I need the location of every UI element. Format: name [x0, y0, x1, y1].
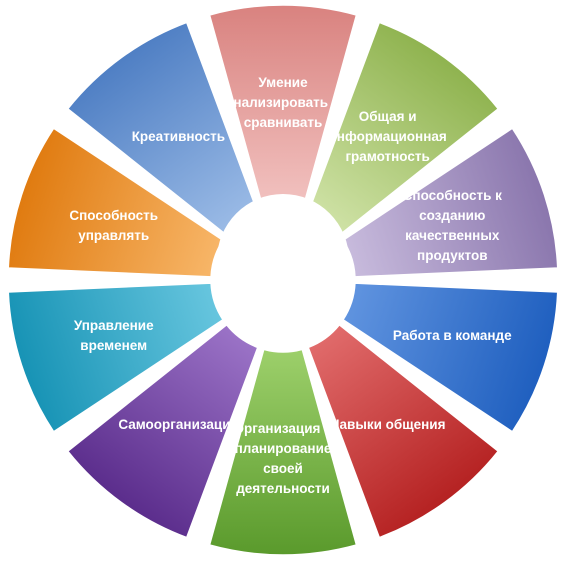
segment-label-line: Способность к: [403, 188, 502, 203]
segment-8: [7, 282, 224, 433]
segment-label-4: Работа в команде: [393, 328, 512, 343]
segment-6: [208, 348, 358, 556]
center-hole: [217, 194, 349, 326]
segment-label-line: Самоорганизация: [118, 417, 238, 432]
segment-label-line: грамотность: [345, 149, 429, 164]
segment-label-5: Навыки общения: [330, 417, 446, 432]
segment-7: [66, 323, 259, 539]
segment-label-line: сравнивать: [244, 115, 323, 130]
segment-3: [342, 127, 559, 278]
segment-label-line: временем: [80, 338, 147, 353]
segment-label-line: Умение: [258, 75, 308, 90]
segment-label-line: планирование: [235, 441, 332, 456]
segment-label-line: анализировать и: [226, 95, 340, 110]
segment-label-line: Креативность: [132, 129, 225, 144]
segment-label-line: качественных: [405, 228, 500, 243]
segment-label-8: Управление временем: [74, 318, 154, 353]
segment-label-line: Способность: [69, 208, 158, 223]
segment-label-line: управлять: [78, 228, 149, 243]
segment-label-3: Способность к созданию качественных продукт…: [403, 188, 502, 263]
segment-label-line: Работа в команде: [393, 328, 512, 343]
segment-label-6: Организация и планирование своей деятельнос…: [234, 421, 333, 496]
segment-label-line: деятельности: [236, 481, 330, 496]
segment-label-line: продуктов: [417, 248, 487, 263]
segment-label-line: Навыки общения: [330, 417, 446, 432]
segment-label-1: Умение анализировать и сравнивать: [226, 75, 340, 130]
segment-label-10: Креативность: [132, 129, 225, 144]
segment-label-line: созданию: [419, 208, 485, 223]
segment-label-line: Организация и: [234, 421, 333, 436]
segment-label-9: Способность управлять: [69, 208, 158, 243]
segment-label-2: Общая и информационная грамотность: [328, 109, 446, 164]
segment-5: [307, 323, 500, 539]
segment-4: [342, 282, 559, 433]
segment-label-7: Самоорганизация: [118, 417, 238, 432]
segment-label-line: Общая и: [359, 109, 417, 124]
segment-9: [7, 127, 224, 278]
segment-label-line: информационная: [328, 129, 446, 144]
segment-label-line: Управление: [74, 318, 154, 333]
segment-label-line: своей: [263, 461, 303, 476]
wheel-segments: Умение анализировать и сравнивать Общая и ин…: [7, 4, 559, 556]
